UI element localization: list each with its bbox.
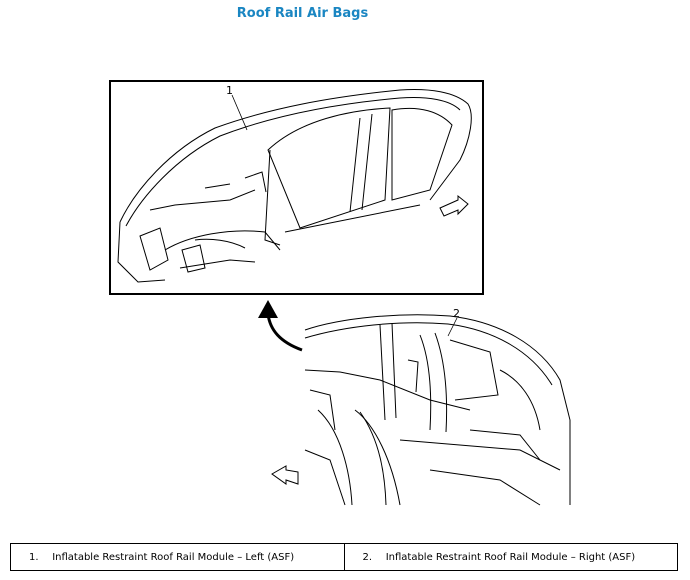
legend-item-text: Inflatable Restraint Roof Rail Module – … (52, 551, 295, 563)
legend-item-1: 1. Inflatable Restraint Roof Rail Module… (10, 543, 345, 571)
callout-2-leader (447, 317, 458, 337)
legend-row: 1. Inflatable Restraint Roof Rail Module… (10, 543, 678, 571)
callout-1-leader (231, 94, 248, 131)
legend-item-number: 1. (29, 551, 39, 563)
legend-item-number: 2. (362, 551, 373, 563)
legend-item-text: Inflatable Restraint Roof Rail Module – … (385, 551, 636, 563)
callout-1-label: 1 (226, 84, 233, 97)
inset-frame (109, 80, 484, 295)
callout-2-label: 2 (453, 307, 460, 320)
vehicle-interior-perspective (304, 314, 571, 506)
legend-table: 1. Inflatable Restraint Roof Rail Module… (10, 543, 678, 571)
zoom-arrow (266, 313, 303, 352)
legend-item-2: 2. Inflatable Restraint Roof Rail Module… (343, 543, 678, 571)
rear-direction-arrow-icon (271, 465, 299, 485)
page-title: Roof Rail Air Bags (236, 6, 369, 21)
left-side-body-structure (117, 89, 472, 283)
zoom-arrow-head-icon (258, 300, 278, 318)
roof-rail-air-bags-illustration: 1 2 (109, 80, 571, 506)
front-direction-arrow-icon (439, 194, 469, 217)
